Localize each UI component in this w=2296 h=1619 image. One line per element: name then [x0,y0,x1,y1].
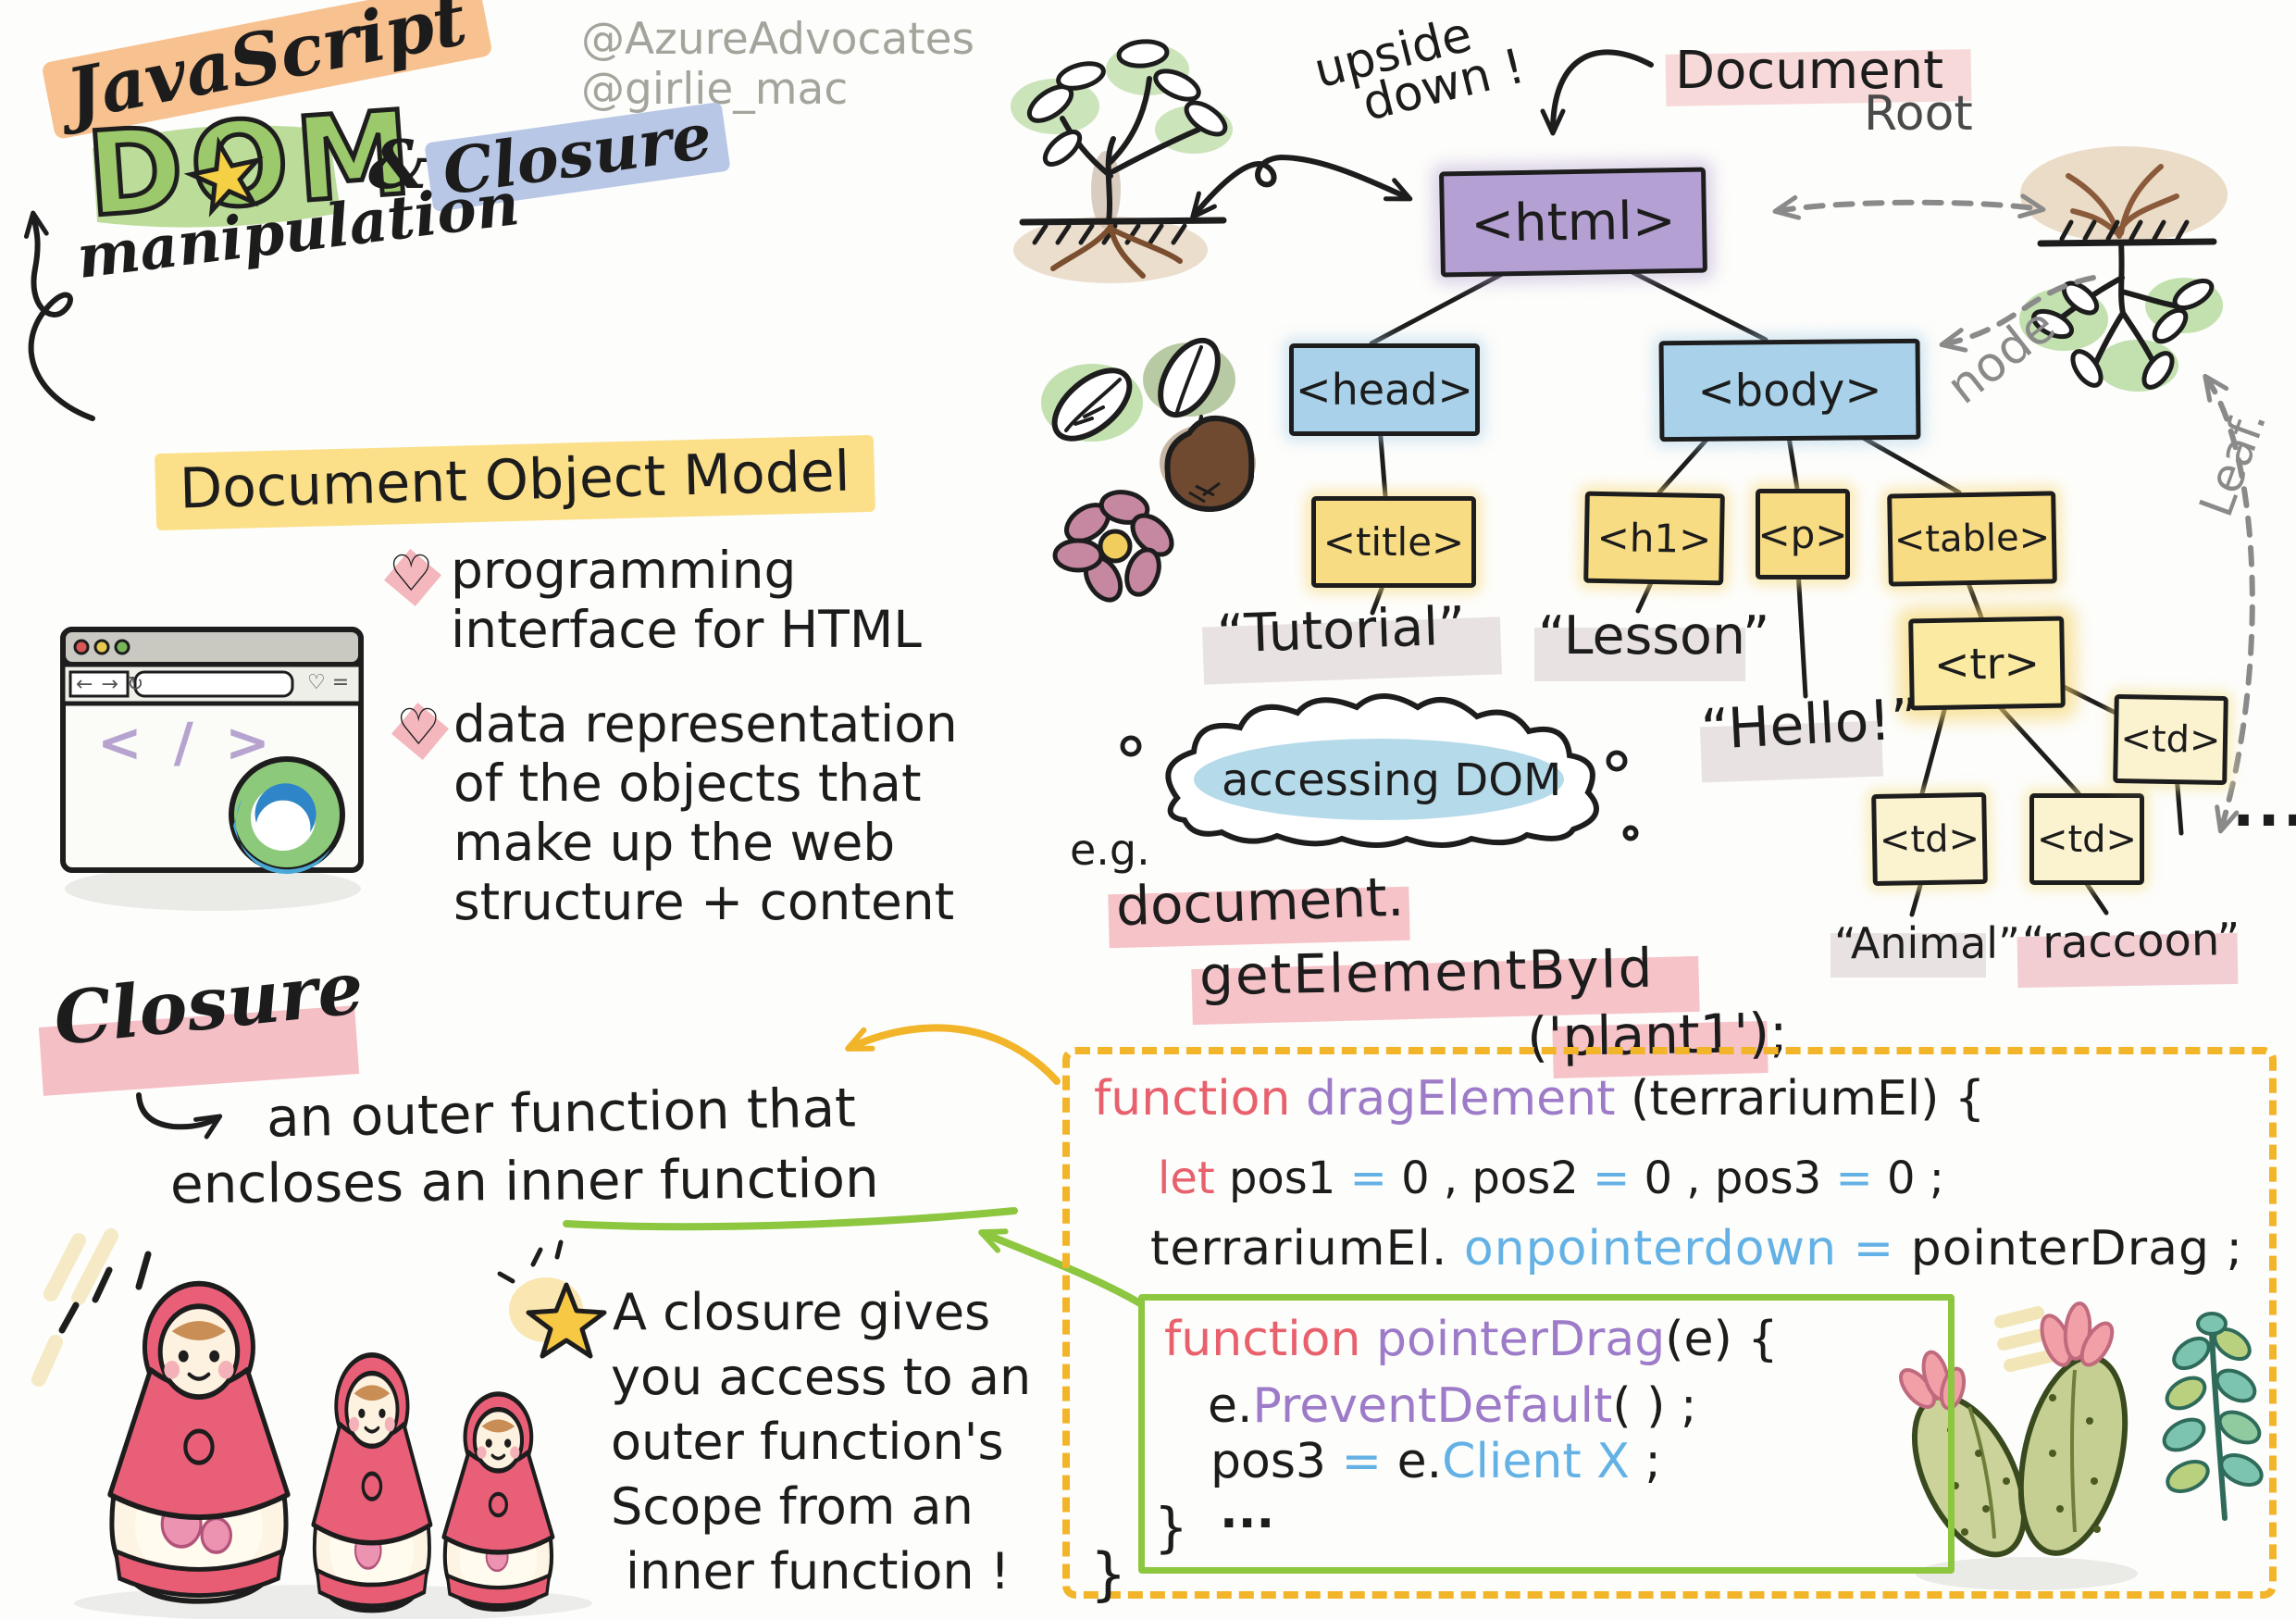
inner-code-ellipsis: ... [1220,1484,1275,1539]
eg-label: e.g. [1070,825,1150,875]
closure-def-line2: encloses an inner function [169,1146,880,1216]
getelement-highlight [1191,955,1700,1026]
lesson-highlight [1534,628,1745,681]
green-arrow [978,1228,1144,1307]
heart1-blob [384,549,441,606]
node-title: <title> [1311,496,1476,588]
matryoshka-dolls [31,1228,607,1619]
node-td3: <td> [2113,693,2228,786]
node-tr: <tr> [1908,616,2066,711]
root-label: Root [1864,86,1973,142]
code-line-2: let pos1 = 0 , pos2 = 0 , pos3 = 0 ; [1158,1152,1944,1204]
document-highlight [1665,49,1972,106]
acorn-doodle [1160,416,1256,512]
closure-note-line4: Scope from an [611,1477,974,1536]
bullet2-line1: data representation [453,694,958,753]
closure-note-line5: inner function ! [626,1542,1011,1600]
star-icon [497,1239,607,1359]
cloud-label: accessing DOM [1222,754,1562,806]
flower-doodle [1052,490,1174,603]
plant-doodle [1011,39,1233,283]
closure-def-line1: an outer function that [266,1076,857,1150]
document-code-highlight [1108,886,1410,949]
node-body: <body> [1658,338,1921,442]
more-cells: ... [2232,772,2296,841]
leaf-arrow [2203,373,2255,834]
bullet2-line3: make up the web [453,813,896,872]
browser-code-glyph: < / > [97,711,277,774]
node-td1: <td> [1871,791,1988,887]
plant-html-arrow [1190,154,1413,220]
tutorial-highlight [1202,616,1502,685]
browser-window-doodle [60,627,364,911]
node-table: <table> [1887,491,2057,587]
code-box-outer [1062,1047,2277,1599]
heart2-blob [391,703,449,760]
heart-icon: ♡ [389,544,434,603]
code-box-inner [1138,1294,1955,1574]
inner-code-line-3: pos3 = e.Client X ; [1210,1434,1661,1489]
inner-code-close: } [1154,1496,1188,1559]
emphasis-strokes [58,1251,152,1334]
node-h1: <h1> [1583,491,1725,586]
closure-note-line1: A closure gives [613,1283,991,1341]
node-td2: <td> [2029,793,2144,885]
inner-code-line-1: function pointerDrag(e) { [1164,1312,1779,1367]
tree-connectors [1369,263,2184,917]
hello-text: “Hello!” [1699,686,1922,764]
succulent-doodle [2162,1312,2264,1521]
node-html: <html> [1439,167,1707,278]
lesson-text: “Lesson” [1538,605,1770,666]
yellow-arrow [845,1024,1061,1085]
node-head: <head> [1289,343,1480,436]
raccoon-text: “raccoon” [2021,913,2241,970]
cactus-doodle [1899,1301,2138,1590]
code-close: } [1090,1540,1127,1608]
animal-highlight [1831,933,1986,978]
credit-azure: @AzureAdvocates [581,14,975,65]
document-arrow [1540,49,1654,136]
code-line-1: function dragElement (terrariumEl) { [1094,1071,1986,1127]
bullet2-line2: of the objects that [453,753,922,813]
access-code-line2: getElementById [1198,936,1655,1008]
bullet1-line2: interface for HTML [451,600,922,659]
document-label: Document [1675,41,1944,101]
heart-icon: ♡ [396,698,441,756]
bullet2-line4: structure + content [453,872,955,931]
inner-code-line-2: e.PreventDefault( ) ; [1208,1378,1697,1434]
code-line-3: terrariumEl. onpointerdown = pointerDrag… [1150,1221,2244,1277]
raccoon-highlight [2017,932,2239,989]
node-p: <p> [1756,489,1850,579]
hello-highlight [1700,720,1883,783]
accessing-cloud [1120,693,1639,848]
closure-note-line3: outer function's [611,1413,1004,1471]
tutorial-text: “Tutorial” [1215,595,1467,666]
bullet1-line1: programming [451,541,797,600]
swirl-arrow [23,210,95,421]
closure-highlight [38,1005,360,1096]
browser-bookmark-icons: ♡ = [307,671,350,694]
doll [107,1280,555,1613]
browser-nav-icons: ← → ↻ [76,673,145,696]
animal-text: “Animal” [1834,918,2020,968]
title-ampersand: & [368,125,429,204]
hook-arrow [136,1092,223,1140]
upside-down-tree-doodle [2019,146,2228,392]
dom-green-highlight [93,125,341,228]
closure-note-line2: you access to an [611,1348,1032,1406]
access-code-line1: document. [1114,865,1406,939]
green-underline [563,1207,1018,1231]
root-arrow [1772,193,2046,220]
